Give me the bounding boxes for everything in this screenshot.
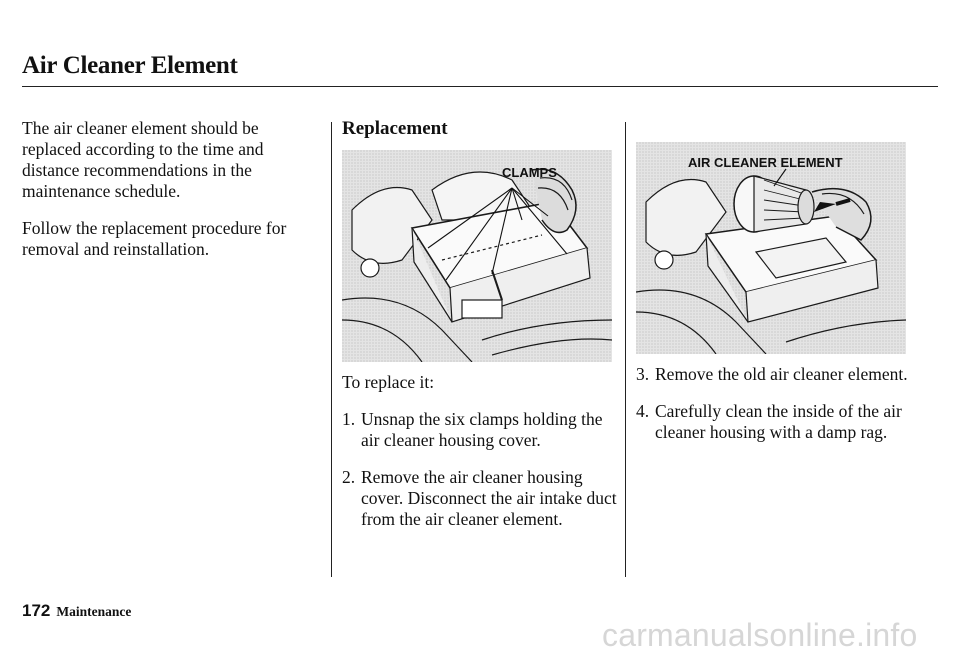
intro-column: The air cleaner element should be replac… <box>22 118 312 276</box>
step-number: 2. <box>342 467 356 487</box>
intro-paragraph: The air cleaner element should be replac… <box>22 118 264 201</box>
page-number: 172 <box>22 601 51 620</box>
list-item: 3. Remove the old air cleaner element. <box>636 364 916 385</box>
replacement-column: Replacement <box>342 118 618 546</box>
air-cleaner-element-illustration: AIR CLEANER ELEMENT <box>636 142 906 354</box>
page-footer: 172 Maintenance <box>22 601 131 621</box>
procedure-paragraph: Follow the replacement procedure for rem… <box>22 218 287 259</box>
page-title: Air Cleaner Element <box>22 52 238 79</box>
title-rule <box>22 86 938 87</box>
clamps-label: CLAMPS <box>502 165 557 180</box>
list-item: 2. Remove the air cleaner housing cover.… <box>342 467 618 530</box>
clamps-illustration: CLAMPS <box>342 150 612 362</box>
watermark-text: carmanualsonline.info <box>602 617 918 653</box>
replace-intro: To replace it: <box>342 372 435 392</box>
air-cleaner-element-label: AIR CLEANER ELEMENT <box>688 155 843 170</box>
list-item: 4. Carefully clean the inside of the air… <box>636 401 916 443</box>
steps-list-2: 3. Remove the old air cleaner element. 4… <box>636 364 916 443</box>
step-text: Carefully clean the inside of the air cl… <box>655 401 902 442</box>
steps-column: AIR CLEANER ELEMENT 3. Remove the old ai… <box>636 118 916 459</box>
step-number: 4. <box>636 401 650 421</box>
column-divider-right <box>625 122 626 577</box>
step-number: 1. <box>342 409 356 429</box>
column-divider-left <box>331 122 332 577</box>
section-name: Maintenance <box>56 604 132 619</box>
step-text: Remove the air cleaner housing cover. Di… <box>361 467 617 529</box>
step-text: Remove the old air cleaner element. <box>655 364 908 384</box>
replacement-heading: Replacement <box>342 118 448 139</box>
list-item: 1. Unsnap the six clamps holding the air… <box>342 409 618 451</box>
steps-list-1: 1. Unsnap the six clamps holding the air… <box>342 409 618 530</box>
step-text: Unsnap the six clamps holding the air cl… <box>361 409 603 450</box>
step-number: 3. <box>636 364 650 384</box>
